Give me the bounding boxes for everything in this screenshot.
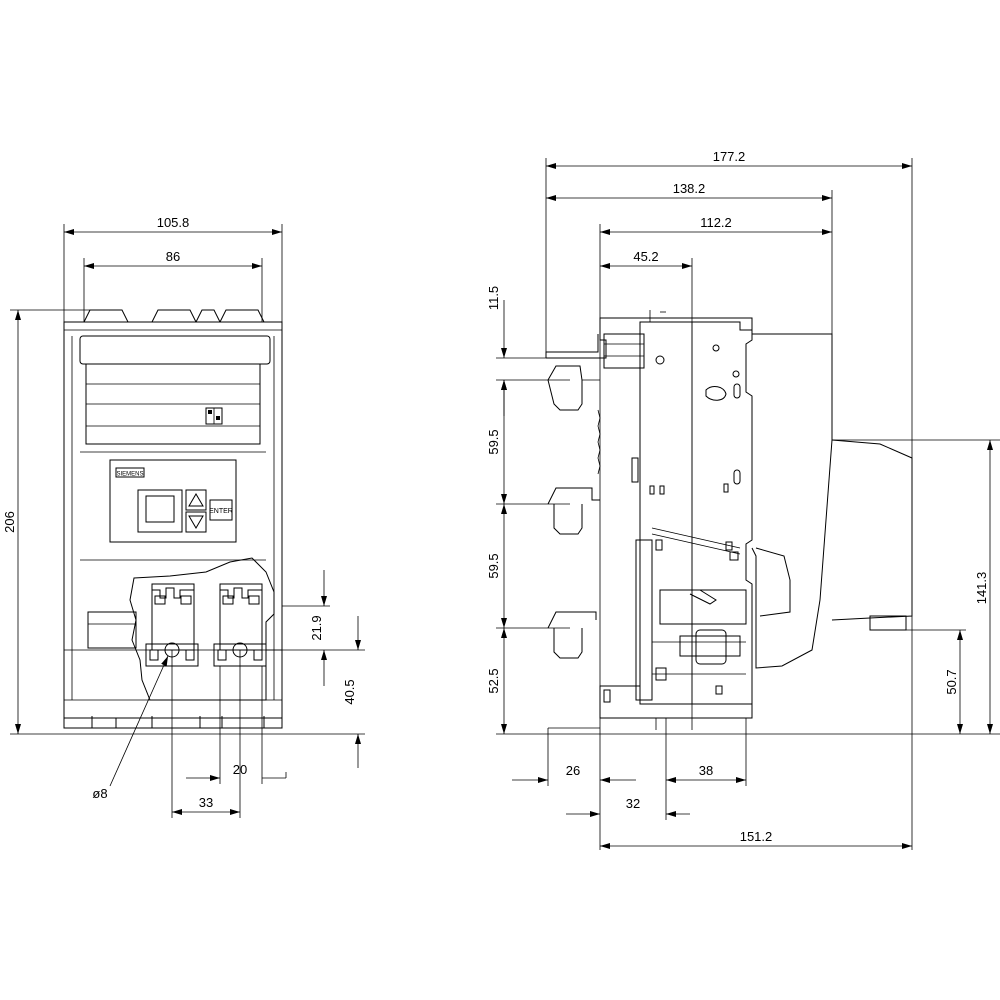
- dim-side-bottom-26: 26: [566, 763, 580, 778]
- enter-button: [209, 499, 233, 521]
- dim-side-bottom-38: 38: [699, 763, 713, 778]
- contact-upper: [547, 365, 583, 411]
- dim-front-hole-diameter: ø8: [92, 786, 107, 801]
- dim-side-bottom-32: 32: [626, 796, 640, 811]
- mechanism: [635, 539, 747, 701]
- dim-front-overall-width: 105.8: [157, 215, 190, 230]
- down-arrow-icon: [188, 515, 204, 529]
- top-bracket: [545, 317, 753, 359]
- dim-side-depth-2: 138.2: [673, 181, 706, 196]
- dim-side-bottom-offset: 52.5: [486, 668, 501, 693]
- dim-side-pitch-2: 59.5: [486, 553, 501, 578]
- up-button: [185, 489, 207, 511]
- dim-side-bottom-151: 151.2: [740, 829, 773, 844]
- display-window: [137, 489, 183, 533]
- dim-side-total-depth: 177.2: [713, 149, 746, 164]
- up-arrow-icon: [188, 493, 204, 507]
- brand-plate: [115, 467, 145, 478]
- terminal-pole-1: [151, 583, 195, 651]
- dim-front-terminal-bottom: 40.5: [342, 679, 357, 704]
- top-vents: [83, 309, 265, 323]
- down-button: [185, 511, 207, 533]
- dim-side-top-offset: 11.5: [486, 286, 501, 310]
- dim-front-pole-pitch: 33: [199, 795, 213, 810]
- front-view: SIEMENS ENTER: [2, 215, 365, 818]
- trip-unit-panel: [109, 459, 237, 543]
- dim-side-depth-4: 45.2: [633, 249, 658, 264]
- terminal-pole-2: [219, 583, 263, 651]
- side-plate: [639, 321, 753, 705]
- dim-front-terminal-top: 21.9: [309, 615, 324, 640]
- contact-lower: [547, 611, 597, 659]
- enter-button-label: ENTER: [209, 508, 233, 515]
- side-view: 177.2 138.2 112.2 45.2 11.5 59.5 59.5 52…: [486, 149, 1000, 850]
- dim-side-pitch-1: 59.5: [486, 429, 501, 454]
- dim-front-height: 206: [2, 511, 17, 533]
- housing: [751, 333, 833, 669]
- contact-middle: [547, 487, 600, 535]
- dim-front-inner-width: 86: [166, 249, 180, 264]
- dim-side-right-height: 141.3: [974, 572, 989, 605]
- brand-label: SIEMENS: [116, 472, 143, 478]
- dim-side-right-lower: 50.7: [944, 669, 959, 694]
- terminal-cutaway: [129, 557, 275, 701]
- front-body-outline: [63, 321, 283, 719]
- base: [599, 685, 753, 719]
- dim-side-depth-3: 112.2: [700, 215, 732, 230]
